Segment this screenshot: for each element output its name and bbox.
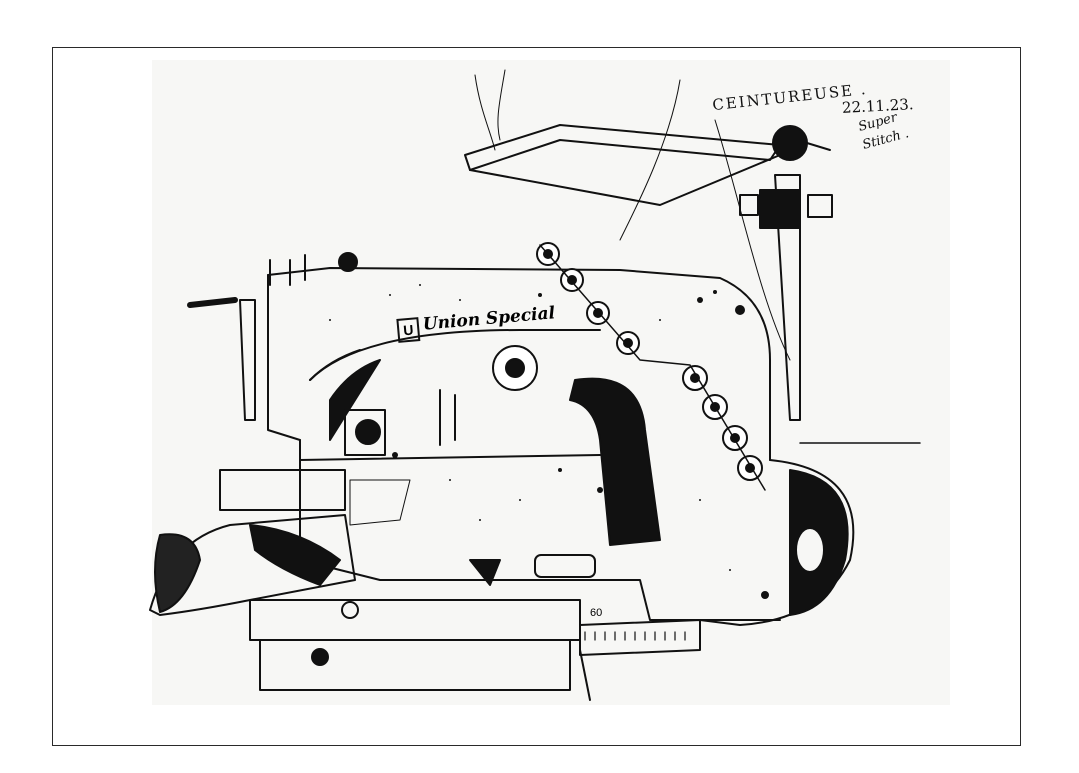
brand-name: Union Special [422, 303, 556, 335]
brand-logo-mark: U [396, 317, 421, 343]
scale-number: 60 [590, 607, 603, 619]
